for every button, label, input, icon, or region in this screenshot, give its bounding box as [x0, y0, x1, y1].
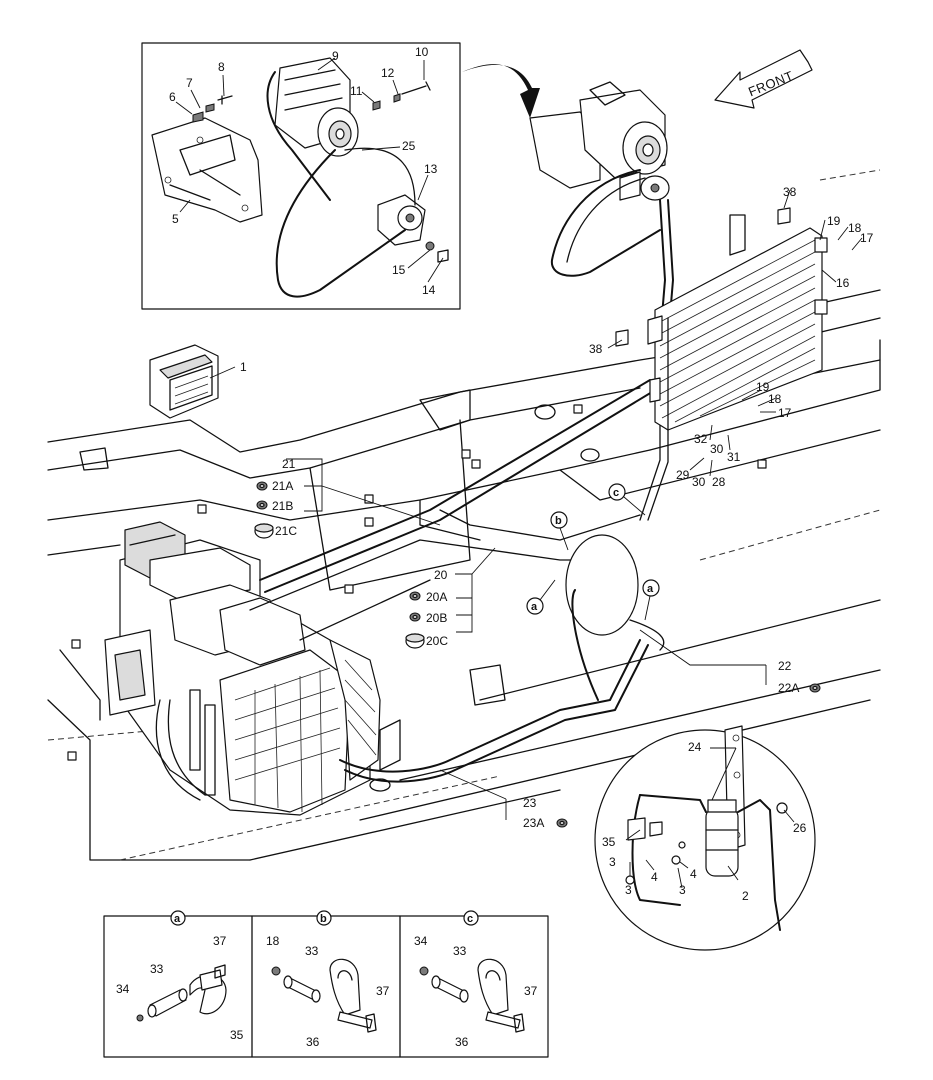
label-33-a: 33	[150, 962, 164, 976]
label-21c: 21C	[275, 524, 297, 538]
label-17-top: 17	[860, 231, 874, 245]
control-panel	[149, 344, 219, 419]
detail-markers: a a b c a b c	[170, 483, 660, 926]
label-29: 29	[676, 468, 690, 482]
label-33-c: 33	[453, 944, 467, 958]
label-1: 1	[240, 360, 247, 374]
label-38-mid: 38	[589, 342, 603, 356]
label-24: 24	[688, 740, 702, 754]
part-labels: 9 10 12 11 8 7 6 5 25 13 15 14 1 21 21A …	[116, 45, 874, 1049]
label-35-detail: 35	[602, 835, 616, 849]
label-13: 13	[424, 162, 438, 176]
marker-a-drier: a	[642, 579, 660, 621]
label-20b: 20B	[426, 611, 447, 625]
label-19-top: 19	[827, 214, 841, 228]
label-37-a: 37	[213, 934, 227, 948]
leader-lines	[175, 57, 863, 889]
label-28: 28	[712, 475, 726, 489]
label-30-upper: 30	[710, 442, 724, 456]
label-17-mid: 17	[778, 406, 792, 420]
svg-text:c: c	[467, 913, 473, 925]
label-10: 10	[415, 45, 429, 59]
label-9: 9	[332, 49, 339, 63]
label-34-c: 34	[414, 934, 428, 948]
label-15: 15	[392, 263, 406, 277]
marker-b-hose: b	[550, 511, 569, 551]
label-18-mid: 18	[768, 392, 782, 406]
label-25: 25	[402, 139, 416, 153]
label-6: 6	[169, 90, 176, 104]
label-8: 8	[218, 60, 225, 74]
marker-a-box: a	[170, 910, 186, 926]
label-18-top: 18	[848, 221, 862, 235]
marker-b-box: b	[316, 910, 332, 926]
label-22a: 22A	[778, 681, 799, 695]
clamp-detail-c	[419, 958, 525, 1033]
label-3-left: 3	[609, 855, 616, 869]
svg-text:a: a	[531, 601, 538, 613]
label-35-a: 35	[230, 1028, 244, 1042]
receiver-drier-main	[565, 534, 639, 636]
hvac-unit	[104, 521, 381, 816]
compressor-main	[529, 81, 670, 277]
label-32: 32	[694, 432, 708, 446]
label-23: 23	[523, 796, 537, 810]
svg-text:a: a	[174, 913, 181, 925]
label-34-a: 34	[116, 982, 130, 996]
label-33-b: 33	[305, 944, 319, 958]
label-3-bottom: 3	[625, 883, 632, 897]
label-20a: 20A	[426, 590, 447, 604]
label-7: 7	[186, 76, 193, 90]
marker-a-hose: a	[526, 579, 556, 615]
marker-c-box: c	[463, 910, 479, 926]
svg-text:b: b	[555, 515, 562, 527]
clamp-detail-b	[271, 958, 377, 1033]
machine-frame	[47, 169, 881, 861]
label-30-lower: 30	[692, 475, 706, 489]
label-21a: 21A	[272, 479, 293, 493]
label-2: 2	[742, 889, 749, 903]
label-38-top: 38	[783, 185, 797, 199]
label-20: 20	[434, 568, 448, 582]
label-21: 21	[282, 457, 296, 471]
label-23a: 23A	[523, 816, 544, 830]
label-36-b: 36	[306, 1035, 320, 1049]
svg-text:c: c	[613, 487, 619, 499]
drier-detail-view	[571, 589, 816, 951]
clamp-detail-boxes	[103, 915, 549, 1058]
seal-glyphs	[254, 481, 821, 828]
compressor-inset	[141, 42, 461, 310]
inset-pointer-arrow	[462, 64, 540, 118]
front-arrow: FRONT	[714, 49, 813, 109]
condenser	[615, 207, 828, 431]
label-22: 22	[778, 659, 792, 673]
label-12: 12	[381, 66, 395, 80]
marker-c-hose: c	[608, 483, 646, 516]
label-3-right: 3	[679, 883, 686, 897]
label-5: 5	[172, 212, 179, 226]
label-4-right: 4	[690, 867, 697, 881]
label-21b: 21B	[272, 499, 293, 513]
label-16: 16	[836, 276, 850, 290]
label-19-mid: 19	[756, 380, 770, 394]
svg-text:a: a	[647, 583, 654, 595]
label-31: 31	[727, 450, 741, 464]
label-37-b: 37	[376, 984, 390, 998]
label-37-c: 37	[524, 984, 538, 998]
label-18-b: 18	[266, 934, 280, 948]
label-4-left: 4	[651, 870, 658, 884]
clamp-detail-a	[136, 964, 227, 1022]
label-20c: 20C	[426, 634, 448, 648]
svg-text:b: b	[320, 913, 327, 925]
label-36-c: 36	[455, 1035, 469, 1049]
label-11: 11	[350, 84, 363, 98]
label-26: 26	[793, 821, 807, 835]
label-14: 14	[422, 283, 436, 297]
